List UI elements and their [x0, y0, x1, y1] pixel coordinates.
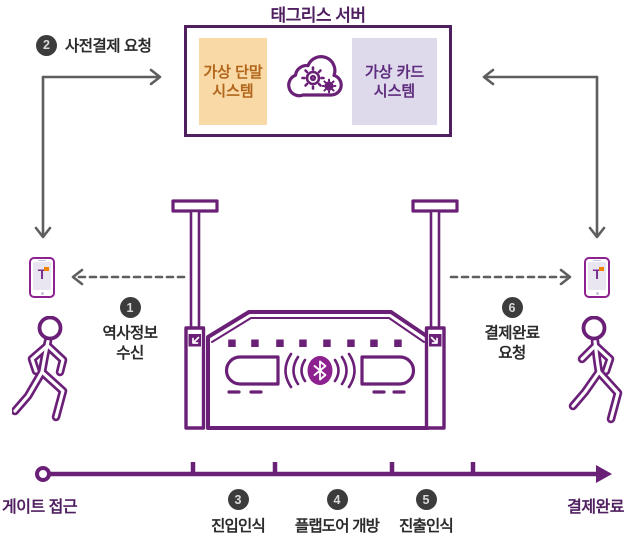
gate-sensor-dots — [228, 339, 402, 347]
step-6-number-badge: 6 — [501, 297, 523, 318]
exit-arrow-down-right-icon — [430, 336, 438, 344]
virtual-terminal-label-line1: 가상 단말 — [203, 63, 263, 81]
dashed-arrowhead-left — [71, 268, 84, 286]
right-overhead-pole — [411, 199, 459, 330]
step-1-station-info: 1 역사정보 수신 — [95, 297, 165, 364]
t-money-logo: T — [37, 266, 47, 282]
phone-home-button — [595, 292, 599, 295]
t-money-logo: T — [592, 266, 602, 282]
timeline-ticks — [190, 462, 476, 472]
phone-home-button — [40, 292, 44, 295]
step-6-label-line2: 요청 — [498, 345, 526, 362]
timeline-axis — [35, 462, 612, 483]
step-6-label-line1: 결제완료 — [484, 325, 540, 342]
step-2-prepayment-request: 2 사전결제 요청 — [36, 34, 152, 56]
cloud-gears-icon — [286, 52, 350, 106]
step-3-entry-recognition: 3 진입인식 — [198, 489, 278, 536]
bluetooth-signal-icon — [284, 352, 356, 389]
timeline-start-dot — [35, 466, 51, 482]
step-2-number-badge: 2 — [36, 34, 57, 56]
virtual-card-system-box: 가상 카드 시스템 — [352, 38, 437, 125]
step-5-exit-recognition: 5 진출인식 — [386, 489, 466, 536]
smartphone-right-icon: T — [584, 257, 610, 298]
step-1-number-badge: 1 — [119, 297, 141, 318]
large-gear — [301, 66, 325, 90]
smartphone-left-icon: T — [29, 257, 55, 298]
walking-person-exiting-icon — [568, 316, 626, 428]
phone-speaker — [38, 259, 46, 261]
timeline-arrowhead — [596, 465, 612, 483]
timeline-end-label: 결제완료 — [567, 499, 624, 516]
arrowhead-down-left — [34, 226, 52, 239]
right-flap-slot — [360, 355, 416, 386]
t-logo-orange-accent — [44, 267, 49, 271]
small-gear — [321, 78, 337, 94]
dashed-arrowhead-right — [559, 268, 572, 286]
virtual-terminal-system-box: 가상 단말 시스템 — [199, 38, 267, 125]
virtual-card-label-line1: 가상 카드 — [364, 63, 425, 81]
arrowhead-left — [482, 68, 495, 86]
step-2-label: 사전결제 요청 — [65, 38, 152, 55]
arrowhead-down-right — [588, 226, 606, 239]
phone-speaker — [593, 259, 601, 261]
step-4-flap-door-open: 4 플랩도어 개방 — [287, 489, 387, 536]
virtual-terminal-label-line2: 시스템 — [212, 82, 254, 100]
step-5-label: 진출인식 — [399, 518, 454, 535]
left-gate-post — [184, 326, 206, 430]
server-title: 태그리스 서버 — [270, 6, 366, 25]
tagless-gate-illustration — [165, 195, 465, 440]
step-6-payment-complete-request: 6 결제완료 요청 — [477, 297, 547, 364]
step-4-label: 플랩도어 개방 — [294, 518, 380, 535]
step-3-label: 진입인식 — [211, 518, 266, 535]
step-3-number-badge: 3 — [227, 489, 249, 510]
step-5-number-badge: 5 — [415, 489, 437, 510]
arrowhead-right — [149, 68, 162, 86]
left-overhead-pole — [171, 199, 219, 330]
t-logo-orange-accent — [599, 267, 604, 271]
entry-arrow-down-left-icon — [192, 336, 200, 344]
gate-top-accent-line — [211, 317, 425, 343]
step-1-label-line2: 수신 — [116, 345, 144, 362]
virtual-card-label-line2: 시스템 — [373, 82, 416, 100]
right-gate-post — [424, 326, 446, 430]
step-1-label-line1: 역사정보 — [102, 325, 158, 342]
timeline-start-label: 게이트 접근 — [2, 499, 78, 516]
tagless-server-box: 가상 단말 시스템 가상 카드 시스템 — [184, 25, 452, 137]
step-4-number-badge: 4 — [326, 489, 348, 510]
walking-person-entering-icon — [12, 316, 80, 428]
left-flap-slot — [224, 355, 280, 386]
